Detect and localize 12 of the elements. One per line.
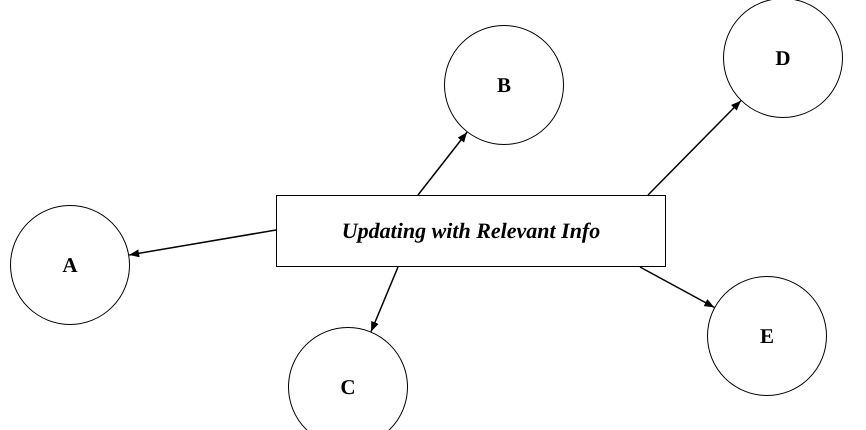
arrow	[417, 132, 468, 196]
arrow	[640, 266, 715, 308]
node-label: Updating with Relevant Info	[342, 218, 600, 244]
process-box	[276, 195, 666, 267]
node-label: B	[496, 72, 511, 98]
node-label: C	[340, 374, 356, 400]
arrow	[129, 229, 276, 258]
arrow	[647, 100, 742, 196]
node-label: E	[760, 324, 774, 348]
node-label: D	[775, 46, 791, 70]
arrow	[370, 266, 399, 332]
node-label: A	[62, 252, 78, 278]
